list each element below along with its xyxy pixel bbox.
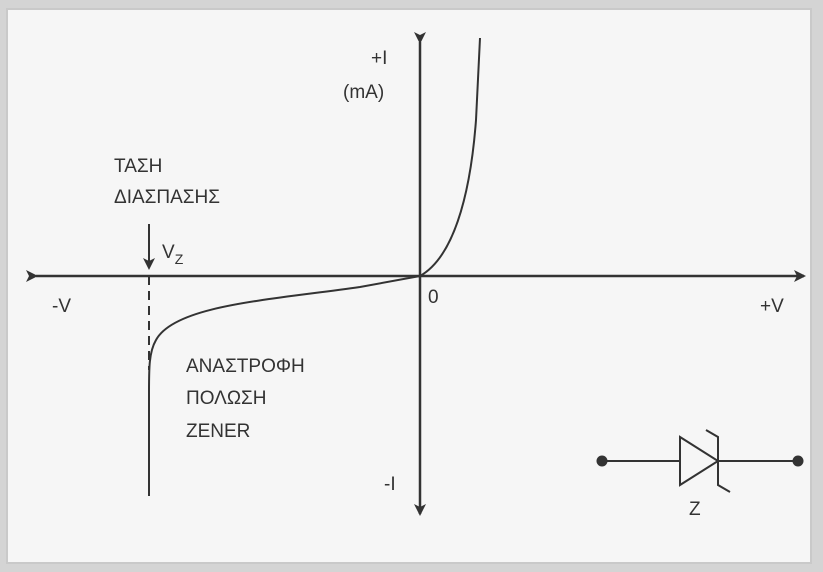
zener-symbol-label: Z (689, 499, 701, 520)
origin-label: 0 (428, 287, 439, 308)
plus-v-label: +V (760, 296, 784, 317)
vz-label: VZ (162, 242, 184, 267)
reverse-bias-label-line2: ΠΟΛΩΣΗ (186, 388, 267, 409)
breakdown-voltage-label-line2: ΔΙΑΣΠΑΣΗΣ (114, 187, 220, 208)
forward-curve (419, 37, 481, 277)
zener-diode-symbol (596, 429, 804, 493)
reverse-bias-label-line3: ZENER (186, 421, 250, 442)
minus-v-label: -V (52, 296, 71, 317)
ma-label: (mA) (343, 82, 384, 103)
breakdown-voltage-label-line1: ΤΑΣΗ (114, 156, 162, 177)
reverse-curve (148, 275, 421, 496)
minus-i-label: -I (384, 474, 396, 495)
diagram-frame (6, 8, 812, 564)
reverse-bias-label-line1: ΑΝΑΣΤΡΟΦΗ (186, 356, 305, 377)
plus-i-label: +I (371, 48, 387, 69)
